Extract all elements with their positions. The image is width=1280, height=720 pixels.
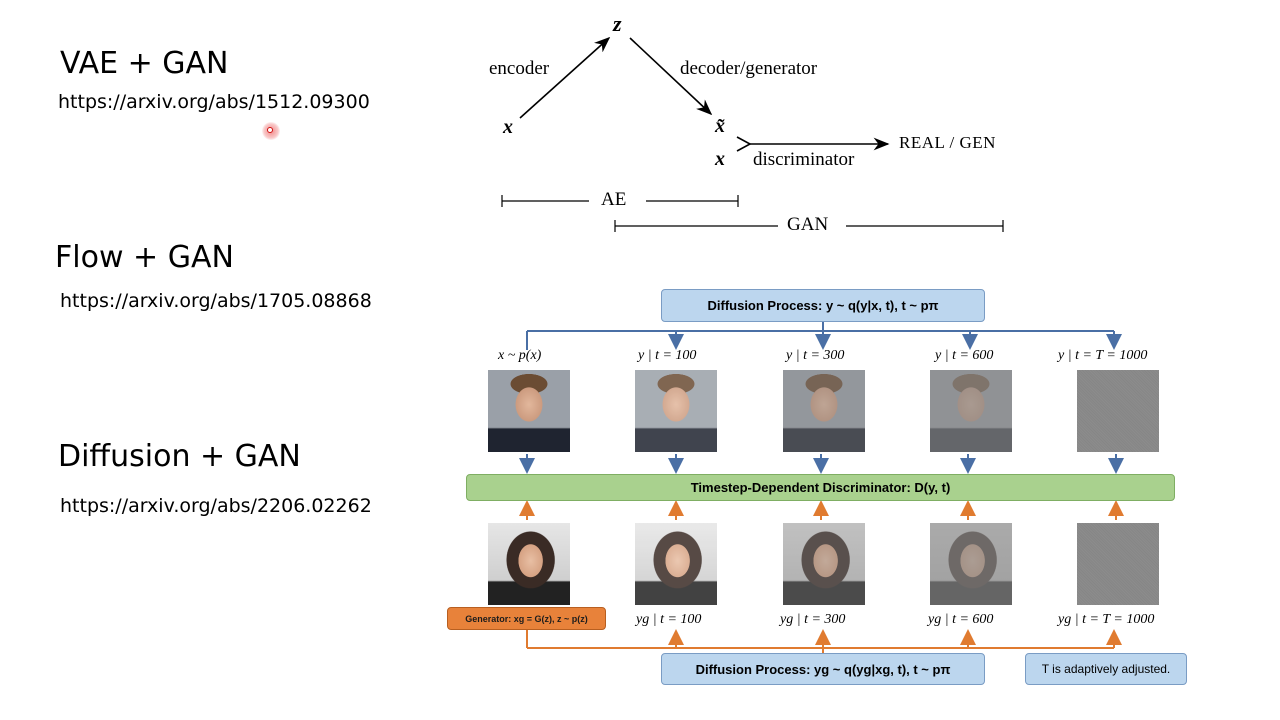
real-gen-label: REAL / GEN (899, 133, 996, 152)
generator-box: Generator: xg = G(z), z ~ p(z) (447, 607, 606, 630)
encoder-label: encoder (489, 58, 550, 79)
top-label-0: x ~ p(x) (498, 348, 542, 363)
bottom-label-4: yg | t = T = 1000 (1058, 612, 1155, 627)
encoder-arrow (519, 36, 611, 119)
ae-bracket-label: AE (601, 189, 627, 210)
generated-image-t300 (783, 523, 865, 605)
section-title-diffusion-gan: Diffusion + GAN (58, 439, 301, 474)
decoder-arrow (629, 37, 713, 116)
gan-bracket-label: GAN (787, 214, 829, 235)
adaptive-note-box: T is adaptively adjusted. (1025, 653, 1187, 685)
section-title-vae-gan: VAE + GAN (60, 46, 229, 81)
discriminator-box: Timestep-Dependent Discriminator: D(y, t… (466, 474, 1175, 501)
mouse-pointer-icon (262, 122, 280, 140)
real-image-t300 (783, 370, 865, 452)
real-image-t100 (635, 370, 717, 452)
top-label-2: y | t = 300 (786, 348, 845, 363)
section-link-flow-gan[interactable]: https://arxiv.org/abs/1705.08868 (60, 290, 372, 312)
top-label-4: y | t = T = 1000 (1058, 348, 1148, 363)
top-label-1: y | t = 100 (638, 348, 697, 363)
input-x-label: x (503, 116, 513, 138)
generated-image-t100 (635, 523, 717, 605)
generated-image-clean (488, 523, 570, 605)
discriminator-label: discriminator (753, 149, 855, 170)
latent-z-label: z (613, 11, 622, 36)
real-image-t600 (930, 370, 1012, 452)
recon-x-label: x̃ (715, 115, 725, 137)
generated-image-t600 (930, 523, 1012, 605)
generated-image-t1000 (1077, 523, 1159, 605)
section-link-vae-gan[interactable]: https://arxiv.org/abs/1512.09300 (58, 91, 370, 113)
bottom-label-3: yg | t = 600 (928, 612, 994, 627)
top-diffusion-process-box: Diffusion Process: y ~ q(y|x, t), t ~ pπ (661, 289, 985, 322)
section-link-diffusion-gan[interactable]: https://arxiv.org/abs/2206.02262 (60, 495, 372, 517)
bottom-label-2: yg | t = 300 (780, 612, 846, 627)
real-image-clean (488, 370, 570, 452)
top-label-3: y | t = 600 (935, 348, 994, 363)
real-image-t1000 (1077, 370, 1159, 452)
real-x-label: x (715, 148, 725, 170)
discriminator-merge (736, 136, 752, 152)
bottom-label-1: yg | t = 100 (636, 612, 702, 627)
decoder-label: decoder/generator (680, 58, 818, 79)
section-title-flow-gan: Flow + GAN (55, 240, 234, 275)
bottom-diffusion-process-box: Diffusion Process: yg ~ q(yg|xg, t), t ~… (661, 653, 985, 685)
